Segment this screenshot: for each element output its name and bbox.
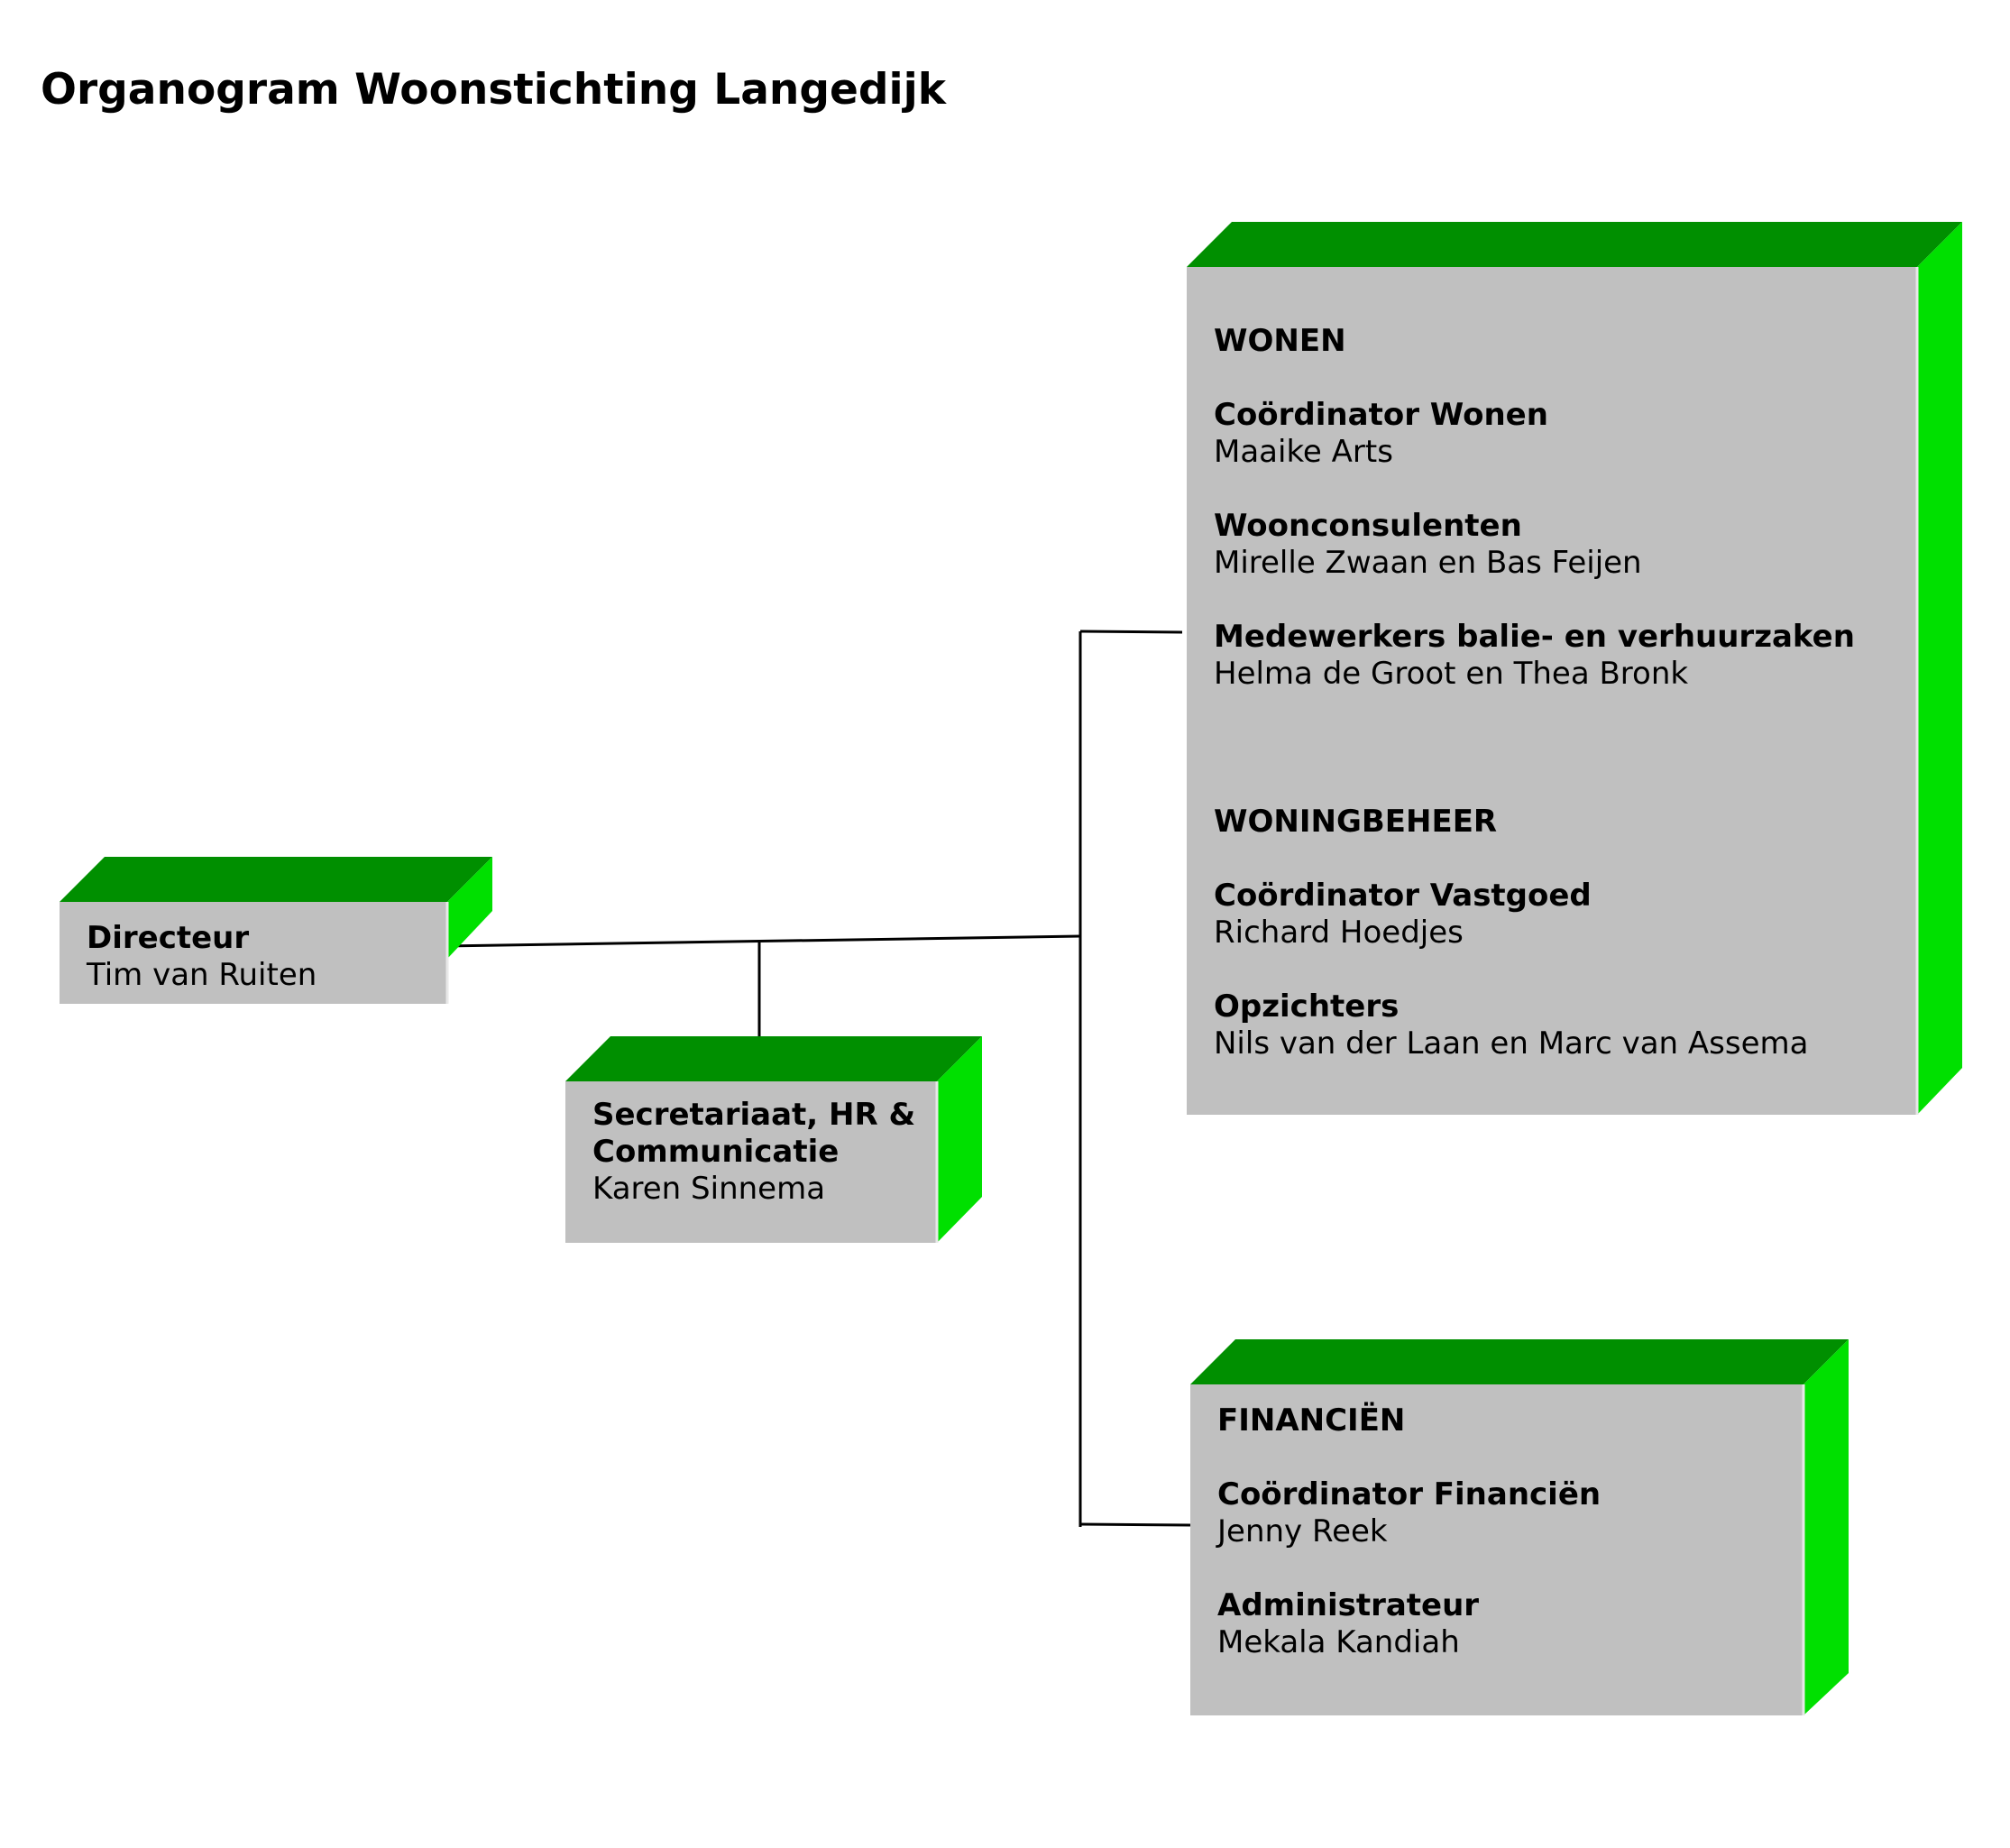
woningbeheer-role-name: Nils van der Laan en Marc van Assema — [1214, 1025, 1809, 1062]
secretariaat-box: Secretariaat, HR & Communicatie Karen Si… — [565, 1036, 982, 1243]
secretariaat-title-line2: Communicatie — [592, 1134, 840, 1170]
wonen-role-name: Mirelle Zwaan en Bas Feijen — [1214, 545, 1642, 581]
secretariaat-name: Karen Sinnema — [592, 1171, 826, 1207]
financien-box-shape — [1190, 1339, 1849, 1715]
financien-role-title: Administrateur — [1217, 1587, 1480, 1623]
financien-box: FINANCIËN Coördinator Financiën Jenny Re… — [1190, 1339, 1849, 1715]
directeur-title: Directeur — [87, 920, 250, 956]
wonen-role-name: Helma de Groot en Thea Bronk — [1214, 656, 1689, 692]
directeur-name: Tim van Ruiten — [87, 957, 317, 993]
secretariaat-box-shape — [565, 1036, 982, 1243]
financien-role-name: Mekala Kandiah — [1217, 1624, 1460, 1660]
connector-financien — [1079, 1522, 1191, 1527]
connector-director-trunk — [444, 934, 1081, 948]
woningbeheer-heading: WONINGBEHEER — [1214, 804, 1498, 840]
wonen-role-title: Woonconsulenten — [1214, 508, 1522, 544]
directeur-box: Directeur Tim van Ruiten — [60, 857, 492, 1004]
page-title: Organogram Woonstichting Langedijk — [41, 65, 947, 115]
wonen-box-shape — [1187, 222, 1962, 1115]
directeur-box-shape — [60, 857, 492, 1004]
wonen-woningbeheer-box: WONEN Coördinator Wonen Maaike Arts Woon… — [1187, 222, 1962, 1115]
financien-role-title: Coördinator Financiën — [1217, 1476, 1602, 1512]
secretariaat-title-line1: Secretariaat, HR & — [592, 1097, 916, 1133]
woningbeheer-role-title: Coördinator Vastgoed — [1214, 878, 1592, 914]
financien-heading: FINANCIËN — [1217, 1402, 1406, 1439]
wonen-role-name: Maaike Arts — [1214, 434, 1393, 470]
wonen-role-title: Medewerkers balie- en verhuurzaken — [1214, 619, 1855, 655]
wonen-role-title: Coördinator Wonen — [1214, 397, 1548, 433]
woningbeheer-role-title: Opzichters — [1214, 988, 1400, 1025]
connector-wonen — [1079, 630, 1183, 634]
financien-role-name: Jenny Reek — [1217, 1513, 1388, 1549]
wonen-heading: WONEN — [1214, 323, 1346, 359]
woningbeheer-role-name: Richard Hoedjes — [1214, 915, 1464, 951]
